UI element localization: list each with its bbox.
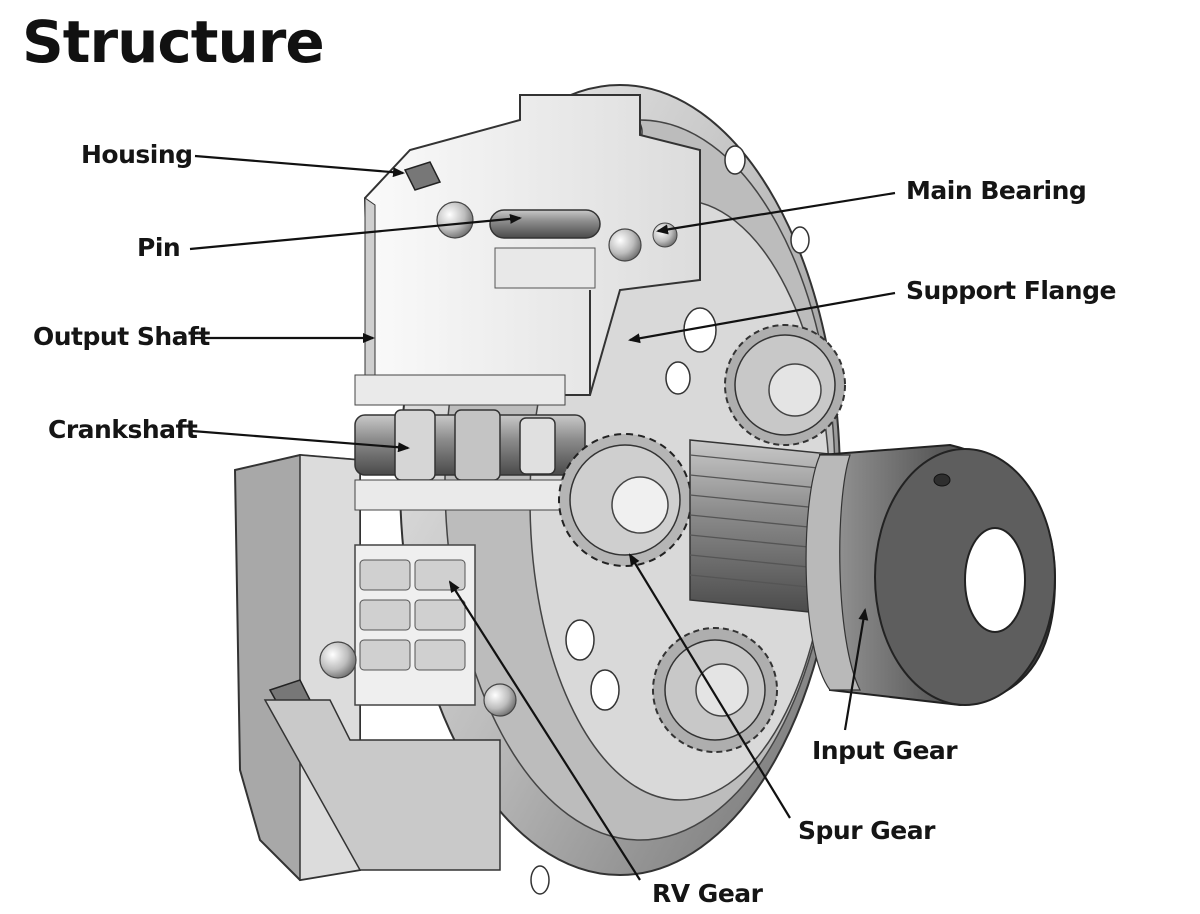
leader-housing bbox=[194, 154, 405, 178]
page-title: Structure bbox=[22, 8, 325, 76]
input-shaft bbox=[689, 439, 1057, 707]
label-output-shaft: Output Shaft bbox=[33, 322, 210, 351]
leader-lines bbox=[189, 154, 896, 881]
label-pin: Pin bbox=[137, 233, 181, 262]
leader-spur-gear bbox=[628, 553, 791, 819]
label-rv-gear: RV Gear bbox=[652, 879, 763, 908]
leader-crankshaft bbox=[191, 429, 410, 453]
label-main-bearing: Main Bearing bbox=[906, 176, 1087, 205]
upper-spur-gear bbox=[724, 324, 846, 446]
lower-cutaway-block bbox=[233, 453, 517, 882]
leader-support-flange bbox=[628, 291, 896, 344]
label-housing: Housing bbox=[81, 140, 193, 169]
leader-input-gear bbox=[843, 608, 869, 731]
leader-main-bearing bbox=[656, 191, 896, 235]
lower-spur-gear bbox=[652, 627, 778, 753]
label-support-flange: Support Flange bbox=[906, 276, 1116, 305]
front-spur-gear bbox=[558, 433, 692, 567]
label-spur-gear: Spur Gear bbox=[798, 816, 935, 845]
label-input-gear: Input Gear bbox=[812, 736, 958, 765]
leader-pin bbox=[189, 213, 522, 251]
label-crankshaft: Crankshaft bbox=[48, 415, 198, 444]
leader-rv-gear bbox=[448, 580, 641, 881]
crankshaft-part bbox=[354, 374, 586, 511]
